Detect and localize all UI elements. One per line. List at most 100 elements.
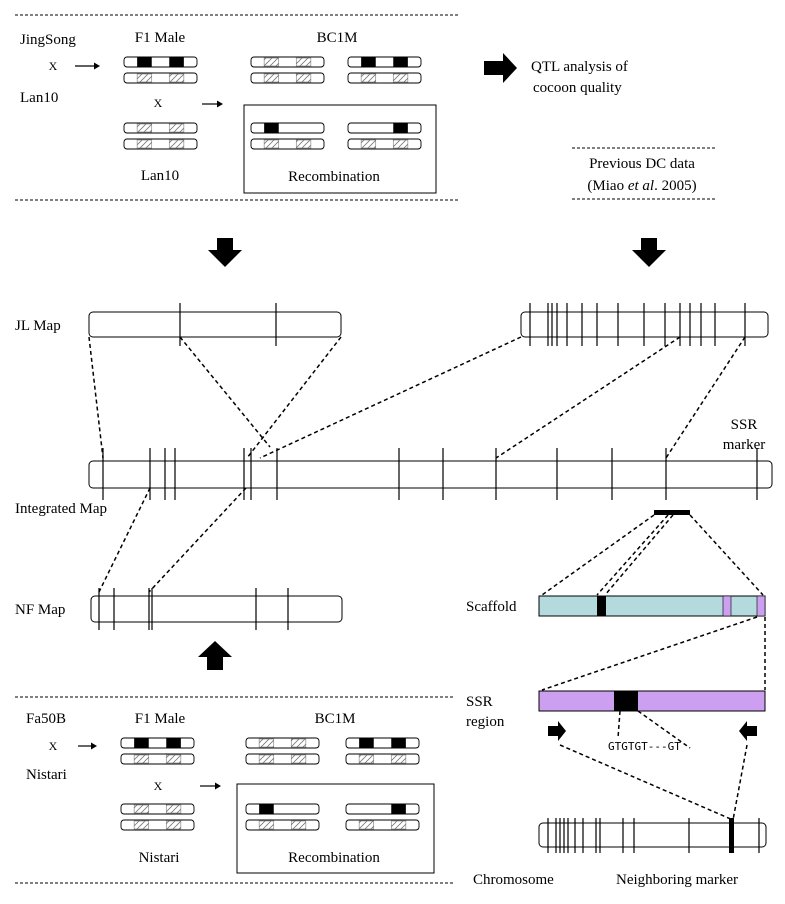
- scaffold-ssr-stripe-a: [722, 595, 732, 617]
- chromosome-hatched: [345, 753, 420, 765]
- down-arrow-right: [632, 238, 666, 267]
- chromosome-hatched: [123, 122, 198, 134]
- previous-data-box: Previous DC data (Miao et al. 2005): [572, 147, 715, 200]
- integrated-map-bar: [88, 460, 773, 489]
- chromosome-solid: [345, 803, 420, 815]
- bottom-cross2-symbol: X: [154, 779, 163, 793]
- connector-scaffold-block-b: [604, 514, 674, 596]
- nf-map-bar: [90, 595, 343, 623]
- ssr-repeat-sequence: GTGTGT---GT: [608, 740, 681, 753]
- chromosome-ticks: [547, 818, 760, 853]
- top-bc-label: BC1M: [317, 30, 358, 46]
- top-f1-chromosomes: [123, 56, 198, 84]
- chromosome-solid: [347, 56, 422, 68]
- nf-map-label: NF Map: [15, 602, 65, 618]
- connector-nf-start: [98, 487, 151, 593]
- chromosome-hatched: [123, 72, 198, 84]
- chromosome-solid: [345, 737, 420, 749]
- connector-repeat-left: [617, 710, 621, 739]
- jl-map-left-bar: [88, 311, 342, 338]
- top-recombination-box: [243, 104, 437, 194]
- connector-jl-right-end: [665, 336, 746, 459]
- bottom-backcross-parent-label: Nistari: [139, 850, 180, 866]
- connector-scaffold-right: [689, 514, 764, 596]
- chromosome-hatched: [123, 138, 198, 150]
- bottom-recombination-label: Recombination: [288, 850, 380, 866]
- bottom-f1-chromosomes: [120, 737, 195, 765]
- jl-map-left-ticks: [179, 303, 277, 346]
- bottom-parent2-label: Nistari: [26, 767, 67, 783]
- neighboring-marker-line: [729, 818, 734, 853]
- chromosome-solid: [120, 737, 195, 749]
- bottom-recombination-box: [236, 783, 435, 874]
- connector-ssr-left: [541, 616, 758, 691]
- connector-jl-left-end: [246, 336, 342, 459]
- scaffold-label: Scaffold: [466, 599, 517, 615]
- top-parent1-label: JingSong: [20, 32, 76, 48]
- nf-map-ticks: [98, 588, 289, 630]
- connector-jl-left-mid: [179, 336, 271, 448]
- chromosome-hatched: [347, 138, 422, 150]
- chromosome-label: Chromosome: [473, 872, 554, 888]
- connector-scaffold-block-a: [596, 514, 669, 596]
- top-parent2-label: Lan10: [20, 90, 58, 106]
- chromosome-hatched: [120, 803, 195, 815]
- bottom-bc-chromosomes: [245, 737, 420, 831]
- chromosome-hatched: [245, 737, 320, 749]
- primer-forward-arrow: [548, 721, 566, 741]
- bottom-cross-panel: Fa50B X Nistari F1 Male X Nistari BC1M R…: [15, 696, 455, 884]
- scaffold-marker-block: [597, 596, 606, 616]
- chromosome-solid: [123, 56, 198, 68]
- ssr-marker-label-line1: SSR: [731, 417, 758, 433]
- ssr-region-label-line2: region: [466, 714, 505, 730]
- connector-nf-end: [148, 487, 247, 593]
- qtl-text-line2: cocoon quality: [533, 80, 622, 96]
- previous-data-line2: (Miao et al. 2005): [587, 178, 696, 194]
- primer-reverse-arrow: [739, 721, 757, 741]
- top-f1-label: F1 Male: [135, 30, 186, 46]
- ssr-region-bar: [538, 690, 766, 712]
- neighboring-marker-label: Neighboring marker: [616, 872, 738, 888]
- connector-jl-left-start: [88, 336, 104, 459]
- chromosome-hatched: [250, 138, 325, 150]
- chromosome-hatched: [345, 819, 420, 831]
- ssr-region-label-line1: SSR: [466, 694, 493, 710]
- chromosome-hatched: [245, 753, 320, 765]
- chromosome-solid: [245, 803, 320, 815]
- qtl-arrow: [484, 53, 517, 83]
- bottom-backcross-parent-chromosomes: [120, 803, 195, 831]
- bottom-cross1-arrow: [78, 742, 97, 750]
- scaffold-ssr-stripe-b: [756, 595, 766, 617]
- chromosome-solid: [250, 122, 325, 134]
- connector-chromosome-left: [559, 744, 734, 821]
- top-backcross-parent-label: Lan10: [141, 168, 179, 184]
- connector-chromosome-right: [732, 744, 748, 821]
- qtl-text-line1: QTL analysis of: [531, 59, 628, 75]
- integrated-map-label: Integrated Map: [15, 501, 107, 517]
- ssr-repeat-block: [614, 691, 638, 711]
- top-backcross-parent-chromosomes: [123, 122, 198, 150]
- ssr-marker-highlight: [654, 510, 690, 515]
- chromosome-solid: [347, 122, 422, 134]
- chromosome-hatched: [347, 72, 422, 84]
- top-cross2-symbol: X: [154, 96, 163, 110]
- ssr-marker-label-line2: marker: [723, 437, 765, 453]
- map-connector-lines: [88, 336, 766, 821]
- top-bc-chromosomes: [250, 56, 422, 150]
- bottom-bc-label: BC1M: [315, 711, 356, 727]
- connector-scaffold-left: [541, 514, 655, 596]
- top-cross1-arrow: [75, 62, 100, 70]
- chromosome-hatched: [250, 72, 325, 84]
- top-cross2-arrow: [202, 100, 223, 108]
- chromosome-hatched: [245, 819, 320, 831]
- jl-map-right-ticks: [529, 303, 746, 346]
- jl-map-label: JL Map: [15, 318, 61, 334]
- top-recombination-label: Recombination: [288, 169, 380, 185]
- down-arrow-left: [208, 238, 242, 267]
- integrated-map-ticks: [102, 448, 758, 500]
- bottom-cross2-arrow: [200, 782, 221, 790]
- chromosome-hatched: [120, 753, 195, 765]
- bottom-cross1-symbol: X: [49, 739, 58, 753]
- bottom-parent1-label: Fa50B: [26, 711, 66, 727]
